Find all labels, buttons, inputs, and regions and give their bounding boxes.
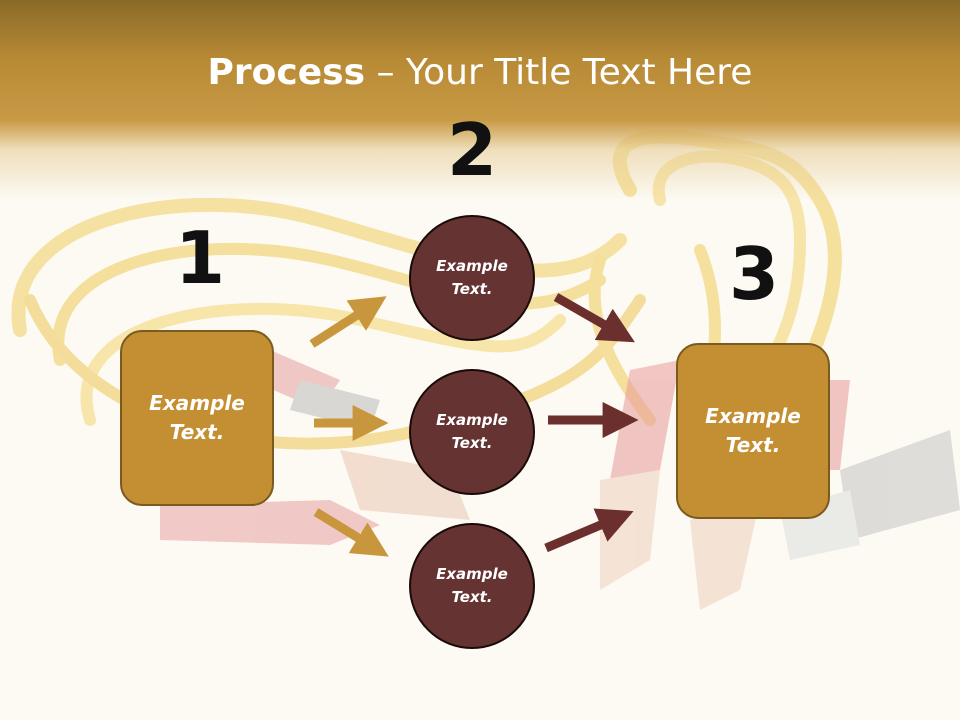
left-box: Example Text. [120, 330, 274, 506]
arrow-to-circle-1 [309, 296, 387, 348]
arrow-from-circle-3 [544, 508, 634, 553]
title-rest: – Your Title Text Here [365, 52, 753, 93]
slide-title: Process – Your Title Text Here [0, 52, 960, 93]
arrow-from-circle-1 [553, 293, 635, 343]
circle-3: Example Text. [409, 523, 535, 649]
circle-2: Example Text. [409, 369, 535, 495]
step-number-2: 2 [446, 108, 498, 192]
right-box: Example Text. [676, 343, 830, 519]
step-number-1: 1 [174, 216, 226, 300]
arrow-to-circle-3 [313, 508, 389, 557]
header-band [0, 0, 960, 200]
step-number-3: 3 [728, 232, 780, 316]
title-bold: Process [207, 52, 366, 93]
circle-1: Example Text. [409, 215, 535, 341]
